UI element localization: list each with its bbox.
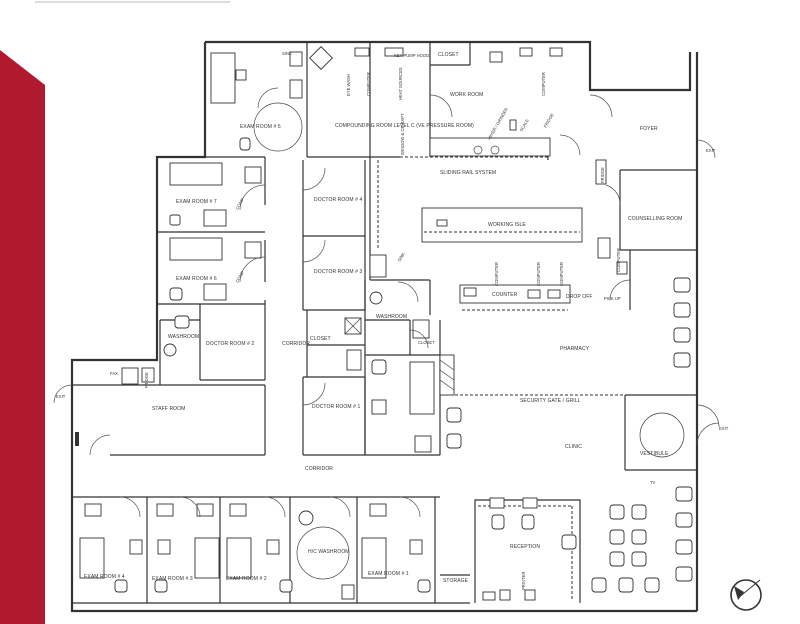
exit-north-label: EXIT xyxy=(706,148,716,153)
fridge-foyer-label: FRIDGE xyxy=(600,167,605,183)
computer-compounding-label: COMPUTER xyxy=(366,72,371,96)
doctor-rooms xyxy=(302,160,366,456)
exam-room-6-label: EXAM ROOM # 6 xyxy=(176,276,217,282)
drop-off-label: DROP OFF xyxy=(566,294,593,300)
pharmacy-label: PHARMACY xyxy=(560,346,590,352)
fax-label: FAX xyxy=(110,371,118,376)
computer-counter-label-2: COMPUTER xyxy=(536,262,541,286)
working-isle xyxy=(369,157,583,315)
reception-label: RECEPTION xyxy=(510,544,540,550)
exam-room-5-label: EXAM ROOM # 5 xyxy=(240,124,281,130)
exam-room-4-label: EXAM ROOM # 4 xyxy=(84,574,125,580)
corridor-vertical-label: CORRIDOR xyxy=(282,341,310,347)
exam-room-7-6 xyxy=(169,162,266,301)
pick-up-label: PICK UP xyxy=(604,296,621,301)
mixer-grinder-label: MIXER / GRINDER xyxy=(487,107,509,141)
hc-washroom-label: H/C WASHROOM xyxy=(308,549,350,555)
security-gate-label: SECURITY GATE / GRILL xyxy=(520,398,581,404)
printer-label: PRINTER xyxy=(521,572,526,590)
doctor-room-1-label: DOCTOR ROOM # 1 xyxy=(312,404,360,410)
computer-counter-label: COMPUTER xyxy=(494,262,499,286)
reception-area xyxy=(440,497,581,603)
clinic-label: CLINIC xyxy=(565,444,582,450)
exam-room-5 xyxy=(210,51,303,152)
foyer-label: FOYER xyxy=(640,126,658,132)
pharmacy-seats xyxy=(673,277,691,368)
room-labels: EXAM ROOM # 5 EXAM ROOM # 7 EXAM ROOM # … xyxy=(56,51,729,590)
upper-left-rooms xyxy=(157,42,308,381)
staff-room-label: STAFF ROOM xyxy=(152,406,185,412)
security-gate xyxy=(439,354,720,471)
window-hatch-label: WINDOW & CE RAPT xyxy=(400,113,405,155)
exam-room-2-label: EXAM ROOM # 2 xyxy=(226,576,267,582)
sink-exam5-label: SINK xyxy=(282,51,292,56)
computer-pickup-label: COMPUTER xyxy=(616,248,621,272)
foyer-counselling xyxy=(605,139,716,251)
exam-room-7-label: EXAM ROOM # 7 xyxy=(176,199,217,205)
scale-label: SCALE xyxy=(519,118,530,133)
staff-room xyxy=(53,315,266,456)
comp-exam7-label: COMP xyxy=(235,197,246,211)
computer-counter-label-3: COMPUTER xyxy=(559,262,564,286)
bottom-exam-rooms xyxy=(72,496,470,604)
tv-label: TV xyxy=(650,480,656,485)
sink-middle-label: SINK xyxy=(397,251,406,262)
fridge-staff-label: FRIDGE xyxy=(144,372,149,388)
corridor-horizontal-label: CORRIDOR xyxy=(305,466,333,472)
fridge-work-label: FRIDGE xyxy=(543,112,555,128)
compounding-room-label: COMPOUNDING ROOM LEVEL C (VE PRESSURE RO… xyxy=(335,123,474,129)
heat-sources-label: HEAT SOURCES xyxy=(398,67,403,100)
compounding-workroom xyxy=(307,42,613,185)
counselling-room-label: COUNSELLING ROOM xyxy=(628,216,682,222)
closet-small-label: CLOSET xyxy=(418,340,435,345)
vestibule-label: VESTIBULE xyxy=(640,451,669,457)
working-isle-label: WORKING ISLE xyxy=(488,222,526,228)
key-pump-hood-label: KEY PUMP HOOD xyxy=(394,53,429,58)
exit-east-label: EXIT xyxy=(719,426,729,431)
washroom-upper-label: WASHROOM xyxy=(376,314,407,320)
washroom-mid-label: WASHROOM xyxy=(168,334,199,340)
counter-label: COUNTER xyxy=(492,292,518,298)
red-accent-band xyxy=(0,50,45,624)
closet-top-label: CLOSET xyxy=(438,52,459,58)
middle-service-rooms xyxy=(306,280,462,456)
exam-room-1-label: EXAM ROOM # 1 xyxy=(368,571,409,577)
exit-west-label: EXIT xyxy=(56,394,66,399)
doctor-room-4-label: DOCTOR ROOM # 4 xyxy=(314,197,362,203)
closet-mid-label: CLOSET xyxy=(310,336,331,342)
computer-workroom-label: COMPUTER xyxy=(541,72,546,96)
clinic-seating xyxy=(591,486,693,593)
storage-label: STORAGE xyxy=(443,578,469,584)
compass-icon xyxy=(730,579,762,611)
sliding-rail-label: SLIDING RAIL SYSTEM xyxy=(440,170,496,176)
doctor-room-3-label: DOCTOR ROOM # 3 xyxy=(314,269,362,275)
eye-wash-label: EYE WASH xyxy=(346,74,351,96)
comp-exam6-label: COMP xyxy=(235,270,246,284)
work-room-label: WORK ROOM xyxy=(450,92,483,98)
doctor-room-2-label: DOCTOR ROOM # 2 xyxy=(206,341,254,347)
exam-room-3-label: EXAM ROOM # 3 xyxy=(152,576,193,582)
pharmacy-counter xyxy=(459,237,631,311)
